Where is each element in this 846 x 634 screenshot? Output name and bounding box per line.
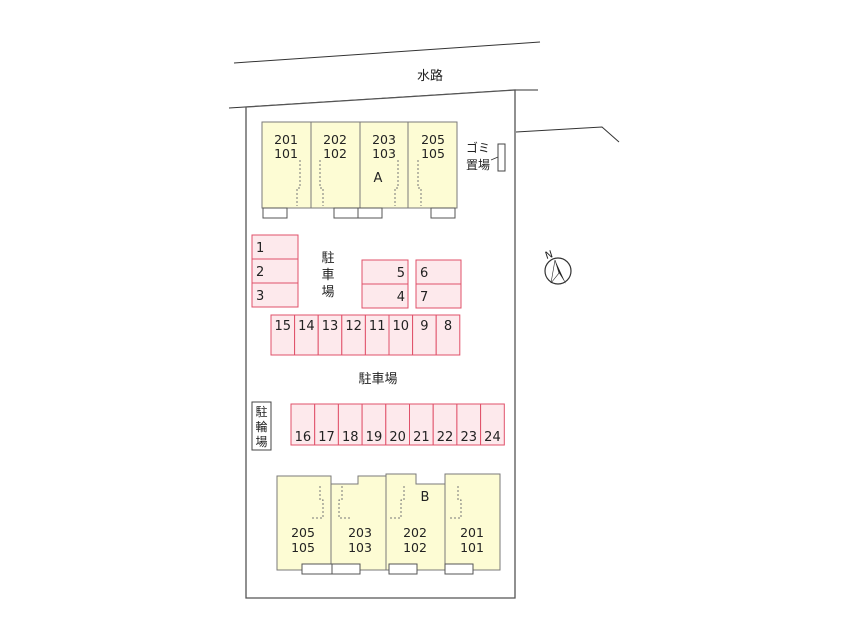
parking-slot [361,283,409,309]
parking-slot-number: 1 [256,241,264,256]
building-a-stairs [394,160,399,206]
compass-needle [555,260,566,284]
parking-slot-number: 11 [369,319,386,334]
parking-slot-number: 8 [444,319,452,334]
parking-slot-number: 19 [366,430,383,445]
parking-slot-number: 14 [298,319,315,334]
building-a: 201 101 202 102 203 103 205 105 A [261,121,458,219]
parking-slot-number: 17 [318,430,335,445]
building-a-unit-lower: 105 [421,146,445,161]
building-a-porch [357,207,383,219]
parking-group-left: 1 2 3 [251,234,299,308]
building-a-name: A [374,171,383,186]
building-b-unit-lower: 101 [460,540,484,555]
parking-slot-number: 9 [420,319,428,334]
parking-slot-number: 23 [460,430,477,445]
building-a-unit-upper: 202 [323,132,347,147]
parking-label-main: 駐車場 [358,372,397,387]
parking-slot-number: 13 [322,319,339,334]
parking-row-lower: 16 17 18 19 20 21 22 23 24 [290,403,505,446]
building-b-name: B [421,490,430,505]
parking-slot-number: 22 [437,430,454,445]
garbage-box [497,143,506,172]
building-b-stairs [389,486,405,519]
garbage-label-line2: 置場 [466,158,490,172]
parking-label-small-2: 車 [321,268,334,283]
building-a-stairs [296,160,301,206]
parking-slot-number: 21 [413,430,430,445]
parking-slot-number: 2 [256,265,264,280]
parking-slot [251,234,299,260]
building-b-stairs [449,486,462,519]
building-a-stairs [319,160,324,206]
compass-north-label: N [544,249,555,262]
building-b-unit-lower: 102 [403,540,427,555]
garbage-label-line1: ゴミ [466,140,490,155]
building-b-unit-upper: 202 [403,525,427,540]
bicycle-parking-box [251,401,272,451]
parking-slot-number: 20 [389,430,406,445]
building-b-porch [331,563,361,575]
building-a-unit-upper: 201 [274,132,298,147]
building-a-unit-upper: 205 [421,132,445,147]
road-edge-line [515,126,620,143]
bicycle-label-1: 駐 [255,404,267,419]
parking-slot-number: 24 [484,430,501,445]
parking-slot-number: 7 [420,290,428,305]
parking-slot [415,259,462,285]
building-b: 205 105 203 103 202 102 201 101 B [276,473,501,575]
parking-label-small-1: 駐 [321,251,334,266]
building-a-stairs [417,160,422,206]
building-b-porch [301,563,333,575]
parking-group-mid-right: 67 [415,259,462,309]
parking-slot [480,403,505,446]
building-b-stairs [338,486,351,519]
parking-slot [435,314,461,356]
building-b-unit-lower: 105 [291,540,315,555]
building-b-stairs [311,486,324,519]
building-a-unit-upper: 203 [372,132,396,147]
bicycle-label-3: 場 [255,435,267,449]
building-a-unit-lower: 102 [323,146,347,161]
parking-slot-number: 10 [393,319,410,334]
parking-slot-number: 15 [275,319,292,334]
building-b-unit-upper: 203 [348,525,372,540]
compass-needle-tail [550,259,560,284]
compass: N [544,249,572,285]
building-a-unit-lower: 103 [372,146,396,161]
waterway-label: 水路 [417,68,443,84]
building-a-porch [333,207,359,219]
parking-group-mid-left: 54 [361,259,409,309]
parking-slot-number: 5 [397,266,405,281]
parking-slot-number: 18 [342,430,359,445]
bicycle-label-2: 輪 [255,419,267,434]
parking-slot [251,282,299,308]
parking-row-upper: 15 14 13 12 11 10 9 8 [270,314,461,356]
waterway-bank-upper [233,41,541,64]
parking-slot-number: 6 [420,266,428,281]
parking-slot-number: 3 [256,289,264,304]
building-a-unit-lower: 101 [274,146,298,161]
building-b-porch [388,563,418,575]
building-a-porch [262,207,288,219]
building-a-porch [430,207,456,219]
parking-slot-number: 4 [397,290,405,305]
building-b-unit-lower: 103 [348,540,372,555]
building-b-unit-upper: 205 [291,525,315,540]
building-b-outline [276,473,501,571]
parking-slot-number: 12 [345,319,362,334]
parking-slot [415,283,462,309]
parking-slot-number: 16 [295,430,312,445]
building-b-porch [444,563,474,575]
parking-label-small-3: 場 [321,285,334,300]
garbage-pointer [490,156,499,161]
building-b-unit-upper: 201 [460,525,484,540]
